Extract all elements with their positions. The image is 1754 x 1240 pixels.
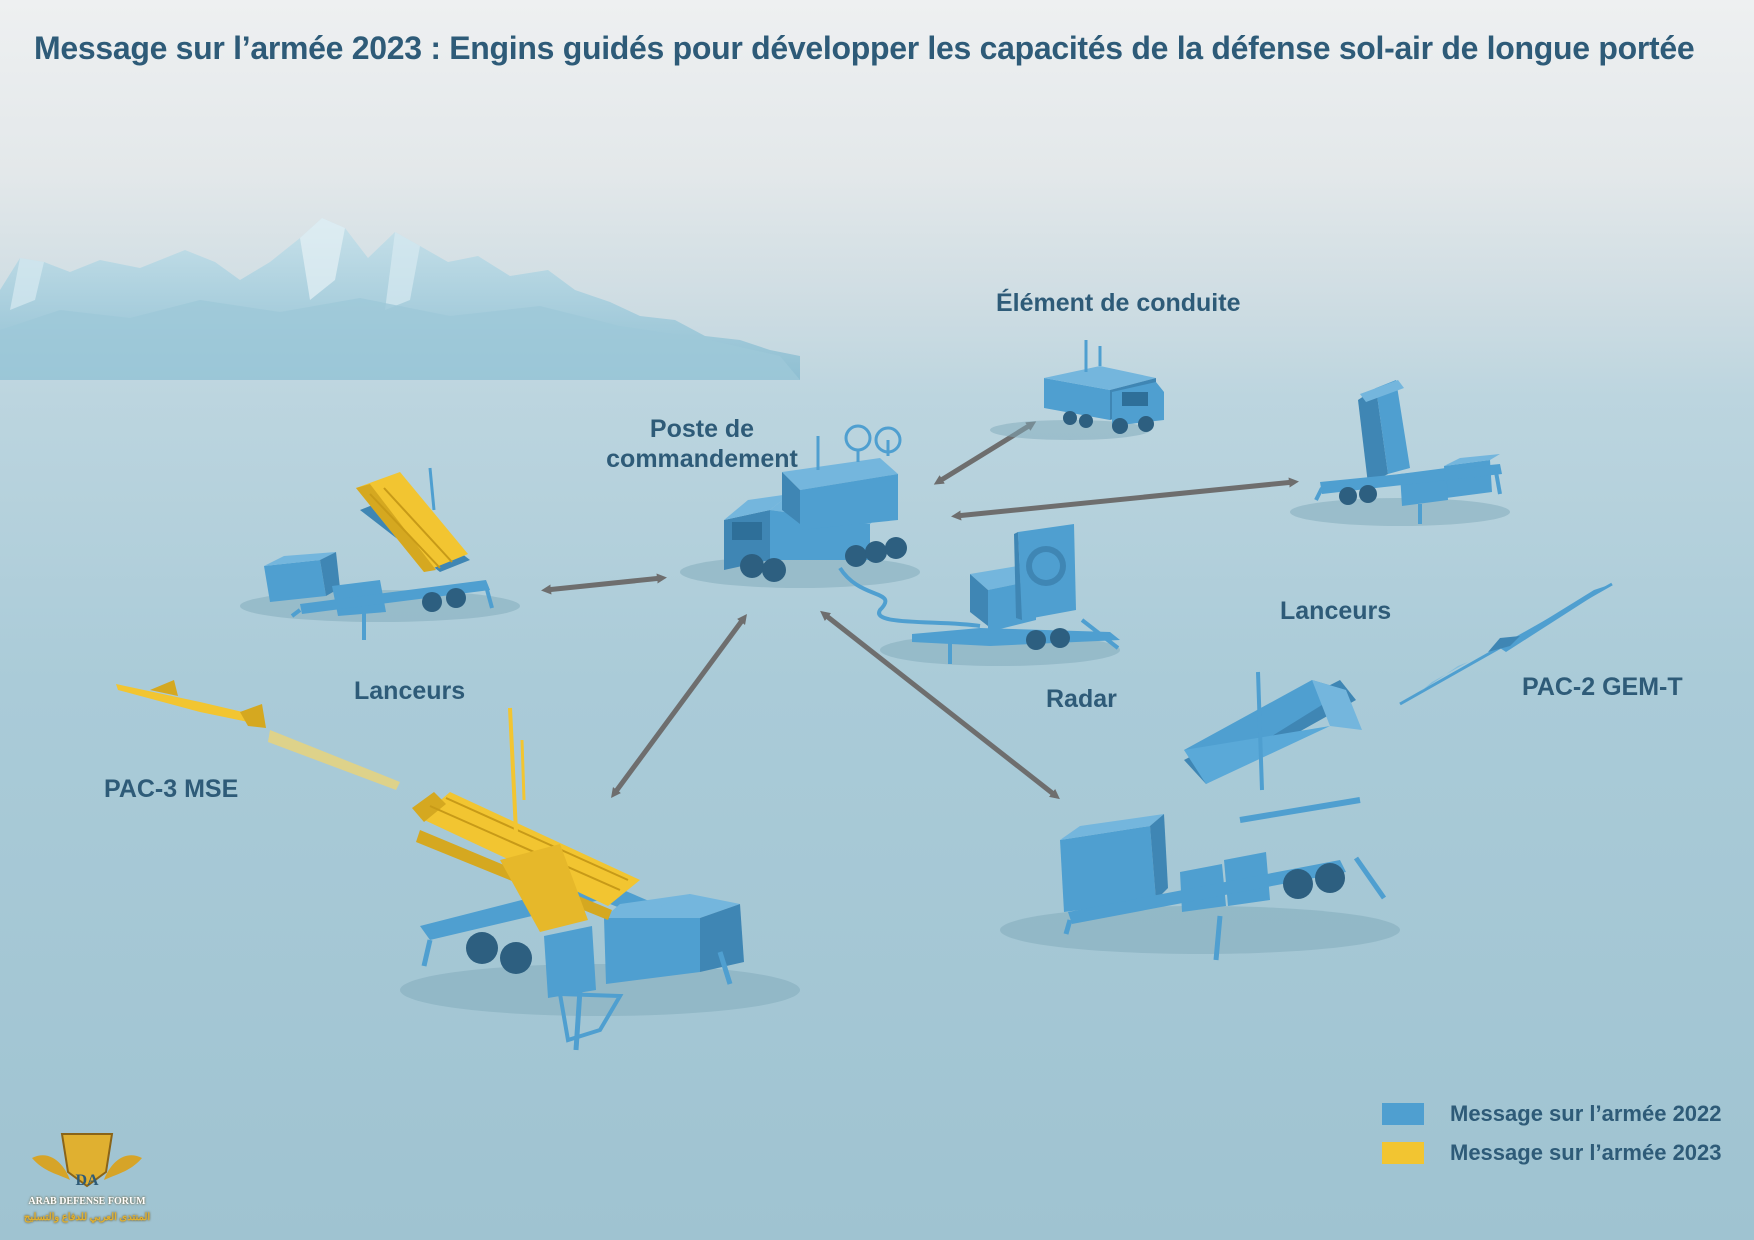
legend-swatch-2022	[1382, 1103, 1424, 1125]
label-poste-line1: Poste de	[649, 415, 755, 443]
double-arrow-icon	[820, 610, 1060, 800]
logo-arabic: المنتدى العربي للدفاع والتسليح	[23, 1212, 151, 1223]
double-arrow-icon	[951, 477, 1299, 521]
command-post-truck-icon	[680, 424, 981, 628]
launcher-2023-small-icon	[240, 467, 520, 640]
label-poste-de-commandement: Poste de commandement	[582, 414, 822, 474]
label-radar: Radar	[1046, 685, 1117, 713]
legend-label-2022: Message sur l’armée 2022	[1450, 1101, 1722, 1126]
logo-name: ARAB DEFENSE FORUM	[28, 1196, 146, 1207]
label-lanceurs-left: Lanceurs	[354, 677, 466, 705]
shield-logo-icon	[32, 1133, 142, 1188]
label-pac-3-mse: PAC-3 MSE	[104, 775, 239, 803]
launcher-2022-large-icon	[1000, 671, 1400, 961]
label-lanceurs-right: Lanceurs	[1280, 597, 1392, 625]
logo-initials: DA	[75, 1172, 99, 1189]
legend-label-2023: Message sur l’armée 2023	[1450, 1140, 1722, 1165]
connection-arrows	[541, 421, 1299, 800]
legend-item-2023: Message sur l’armée 2023	[1382, 1140, 1722, 1166]
missile-pac3-icon	[116, 680, 400, 790]
mountains-icon	[0, 218, 800, 380]
double-arrow-icon	[541, 573, 667, 595]
double-arrow-icon	[611, 613, 747, 799]
legend-swatch-2023	[1382, 1142, 1424, 1164]
radar-icon	[880, 524, 1120, 666]
missile-pac2-icon	[1399, 582, 1613, 706]
label-element-de-conduite: Élément de conduite	[996, 289, 1241, 317]
page-title: Message sur l’armée 2023 : Engins guidés…	[34, 30, 1695, 66]
label-poste-line2: commandement	[606, 445, 798, 473]
launcher-2023-large-icon	[400, 707, 800, 1051]
forum-logo: DA ARAB DEFENSE FORUM المنتدى العربي للد…	[22, 1128, 152, 1232]
launcher-2022-small-icon	[1290, 380, 1510, 526]
label-pac-2-gem-t: PAC-2 GEM-T	[1522, 673, 1683, 701]
fire-control-truck-icon	[990, 340, 1164, 440]
legend-item-2022: Message sur l’armée 2022	[1382, 1101, 1722, 1127]
